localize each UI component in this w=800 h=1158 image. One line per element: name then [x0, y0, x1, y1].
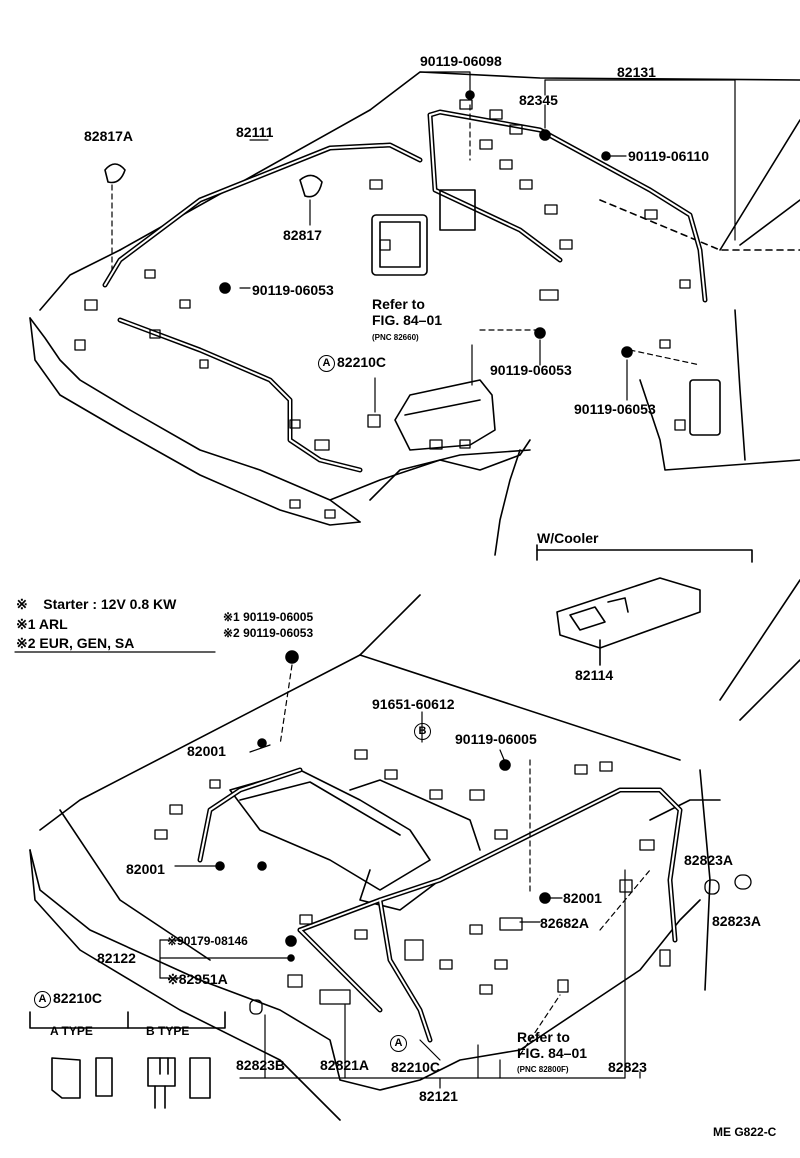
legend-arl: ※1 ARL — [16, 616, 68, 632]
part-label-91651-60612: 91651-60612 — [372, 696, 455, 712]
circle-b-marker: B — [414, 722, 433, 740]
fig-ref-label-2: FIG. 84–01 — [517, 1045, 588, 1061]
part-label-82210C-bottom: 82210C — [391, 1059, 441, 1075]
bottom-connectors — [154, 749, 752, 1015]
part-label-82122: 82122 — [97, 950, 136, 966]
part-label-82682A: 82682A — [540, 915, 590, 931]
refer-to-label-1: Refer to — [372, 296, 425, 312]
part-label-82823A-a: 82823A — [684, 852, 734, 868]
top-connectors — [74, 99, 691, 519]
note-arl-bolt: ※1 90119-06005 — [223, 610, 314, 624]
part-label-82114: 82114 — [575, 667, 614, 683]
part-label-90119-06053-c: 90119-06053 — [574, 401, 656, 417]
type-legend — [29, 1011, 226, 1109]
part-label-82823B: 82823B — [236, 1057, 286, 1073]
part-label-82001-c: 82001 — [563, 890, 602, 906]
part-number: 82210C — [337, 354, 387, 370]
part-label-90179-08146: ※90179-08146 — [167, 934, 248, 948]
legend-starter-text: Starter : 12V 0.8 KW — [43, 596, 177, 612]
part-label-82821A: 82821A — [320, 1057, 370, 1073]
top-relay-block — [371, 189, 721, 451]
pnc-label-82660: (PNC 82660) — [372, 333, 419, 342]
legend-mark: ※ — [16, 596, 28, 612]
harness-82121-82122 — [197, 767, 683, 1043]
part-label-82817: 82817 — [283, 227, 322, 243]
circle-a-marker-legend: A — [34, 990, 51, 1008]
part-label-90119-06098: 90119-06098 — [420, 53, 502, 69]
circle-a-marker-bottom: A — [390, 1034, 409, 1052]
b-type-label: B TYPE — [146, 1024, 190, 1038]
part-label-82121: 82121 — [419, 1088, 458, 1104]
engine-head-cover — [229, 769, 481, 911]
legend-starter: ※ Starter : 12V 0.8 KW — [16, 596, 176, 612]
fig-ref-label-1: FIG. 84–01 — [372, 312, 443, 328]
part-label-90119-06053-a: 90119-06053 — [252, 282, 334, 298]
part-label-82817A: 82817A — [84, 128, 134, 144]
part-label-82111: 82111 — [236, 124, 274, 140]
note-eur-bolt: ※2 90119-06053 — [223, 626, 314, 640]
part-label-82001-a: 82001 — [187, 743, 226, 759]
top-clamps — [104, 163, 323, 198]
bottom-body-outline — [29, 579, 800, 1121]
pnc-label-82800F: (PNC 82800F) — [517, 1065, 569, 1074]
part-label-82001-b: 82001 — [126, 861, 165, 877]
circle-a-marker: A — [318, 354, 335, 372]
a-type-label: A TYPE — [50, 1024, 93, 1038]
bottom-bolts — [215, 650, 551, 962]
harness-82111-inner — [104, 144, 421, 471]
part-label-82823: 82823 — [608, 1059, 647, 1075]
part-label-82131: 82131 — [617, 64, 656, 80]
top-leaders — [111, 71, 736, 413]
top-body-outline — [29, 71, 800, 556]
part-label-82345: 82345 — [519, 92, 558, 108]
refer-to-label-2: Refer to — [517, 1029, 570, 1045]
bottom-leaders — [159, 664, 651, 1089]
part-label-90119-06005: 90119-06005 — [455, 731, 537, 747]
part-label-90119-06110: 90119-06110 — [628, 148, 709, 164]
legend-eur-gen-sa: ※2 EUR, GEN, SA — [16, 635, 135, 651]
top-bolts — [219, 90, 633, 358]
part-label-90119-06053-b: 90119-06053 — [490, 362, 572, 378]
part-label-82823A-b: 82823A — [712, 913, 762, 929]
figure-code: ME G822-C — [713, 1125, 777, 1139]
w-cooler-label: W/Cooler — [537, 530, 599, 546]
cooler-inset — [536, 544, 753, 666]
part-number: 82210C — [53, 990, 103, 1006]
part-label-82951A: ※82951A — [167, 971, 228, 987]
